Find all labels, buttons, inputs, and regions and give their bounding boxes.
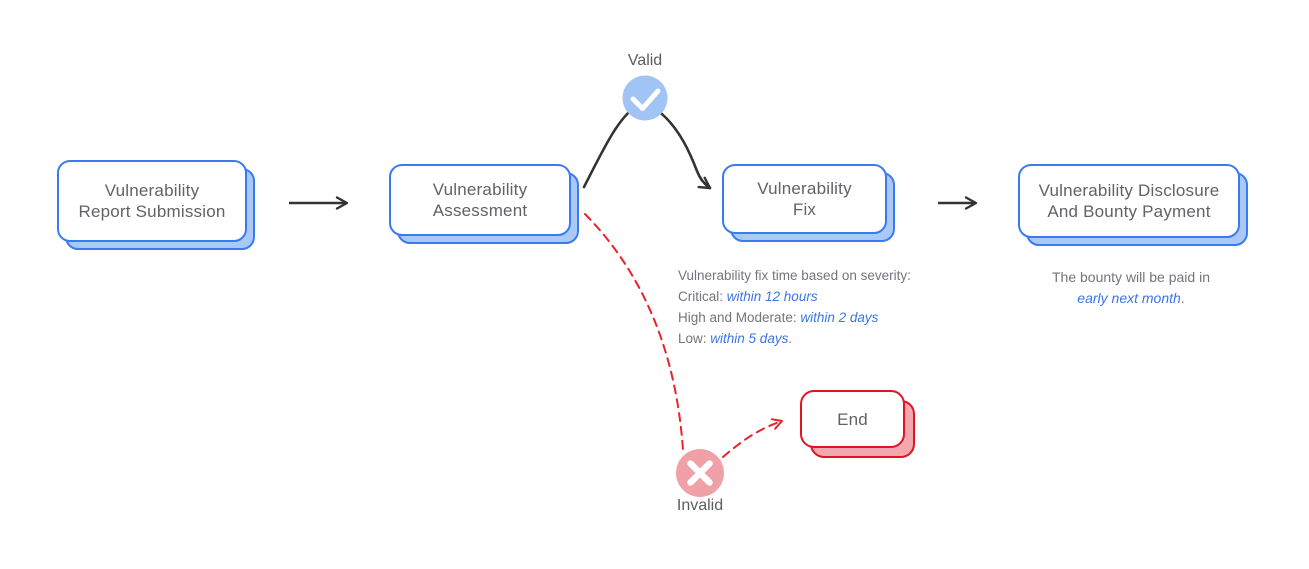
curve-invalid-to-end — [722, 418, 783, 458]
curve-invalid-down — [584, 213, 684, 451]
node-label: Vulnerability Fix — [757, 179, 852, 219]
x-icon — [676, 449, 724, 497]
node-report-submission: Vulnerability Report Submission — [57, 160, 255, 250]
curve-valid-right — [655, 108, 712, 190]
card: End — [800, 390, 905, 448]
bounty-line1: The bounty will be paid in — [1052, 269, 1210, 285]
check-icon — [622, 75, 668, 121]
node-disclosure-payment: Vulnerability Disclosure And Bounty Paym… — [1018, 164, 1248, 246]
bounty-line2: early next month. — [1077, 290, 1185, 306]
card: Vulnerability Disclosure And Bounty Paym… — [1018, 164, 1240, 238]
node-end: End — [800, 390, 915, 458]
invalid-branch-label: Invalid — [676, 497, 724, 514]
bounty-note: The bounty will be paid in early next mo… — [1052, 267, 1210, 309]
fix-sla-note: Vulnerability fix time based on severity… — [678, 265, 911, 349]
fix-sla-low: Low: within 5 days. — [678, 331, 793, 346]
card: Vulnerability Report Submission — [57, 160, 247, 242]
node-label: Vulnerability Disclosure And Bounty Paym… — [1038, 181, 1220, 221]
node-label: Vulnerability Assessment — [432, 180, 528, 220]
node-assessment: Vulnerability Assessment — [389, 164, 579, 244]
node-fix: Vulnerability Fix — [722, 164, 895, 242]
node-label: End — [837, 409, 868, 429]
node-label: Vulnerability Report Submission — [78, 181, 226, 221]
curve-valid-left — [582, 106, 636, 189]
fix-sla-line1: Vulnerability fix time based on severity… — [678, 268, 911, 283]
card: Vulnerability Fix — [722, 164, 887, 234]
valid-branch-label: Valid — [627, 52, 663, 69]
fix-sla-high: High and Moderate: within 2 days — [678, 310, 879, 325]
fix-sla-critical: Critical: within 12 hours — [678, 289, 818, 304]
card: Vulnerability Assessment — [389, 164, 571, 236]
